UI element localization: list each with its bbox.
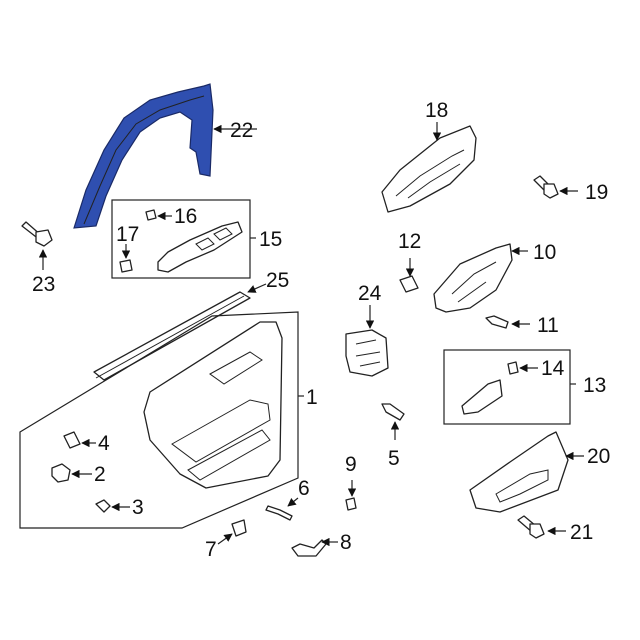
armrest-cover-20-detail (495, 469, 549, 503)
clip-7-shape (231, 519, 247, 537)
callout-22: 22 (230, 119, 253, 142)
callout-1: 1 (306, 386, 318, 409)
bolt-5[interactable] (381, 403, 405, 421)
leader-25 (247, 283, 267, 293)
window-frame-molding-edge (83, 95, 205, 225)
bolt-19[interactable] (533, 175, 559, 199)
callout-2: 2 (94, 463, 106, 486)
clip-17[interactable] (119, 259, 133, 273)
door-trim-panel-1[interactable] (143, 321, 283, 489)
window-frame-molding-22[interactable] (73, 83, 214, 229)
group-box-1 (19, 311, 299, 529)
callout-21: 21 (570, 521, 593, 544)
nut-2[interactable] (51, 463, 71, 483)
door-trim-panel-armrest (171, 399, 271, 463)
nut-12[interactable] (399, 275, 419, 293)
clip-16-shape (145, 209, 157, 221)
callout-19: 19 (585, 181, 608, 204)
bracket-8-shape (291, 539, 327, 557)
bolt-23-head (35, 229, 53, 247)
armrest-cover-20-shape (469, 431, 569, 513)
callout-15: 15 (259, 228, 282, 251)
screw-3-shape (95, 499, 111, 513)
screw-3[interactable] (95, 499, 111, 513)
group-box-13 (443, 349, 571, 425)
group-box-15 (111, 199, 251, 279)
callout-11: 11 (537, 314, 559, 337)
bolt-23[interactable] (21, 221, 53, 247)
bracket-8[interactable] (291, 539, 327, 557)
callout-9: 9 (345, 453, 357, 476)
pull-handle-18[interactable] (381, 125, 477, 213)
callout-13: 13 (583, 374, 606, 397)
clip-16[interactable] (145, 209, 157, 221)
switch-24-detail (355, 339, 381, 367)
callout-14: 14 (541, 357, 565, 380)
callout-10: 10 (533, 241, 556, 264)
callout-5: 5 (388, 447, 400, 470)
callout-25: 25 (266, 269, 289, 292)
switch-24[interactable] (345, 329, 389, 377)
armrest-cover-20[interactable] (469, 431, 569, 513)
clip-9-shape (345, 497, 357, 511)
handle-bracket-10[interactable] (433, 243, 513, 313)
cover-13-shape (461, 379, 503, 415)
clip-14-shape (507, 361, 519, 375)
callout-8: 8 (340, 531, 352, 554)
handle-bracket-10-detail (451, 261, 497, 303)
bolt-21[interactable] (517, 515, 545, 539)
switch-bezel-openings (195, 227, 233, 251)
callout-12: 12 (398, 230, 421, 253)
screw-6-shape (265, 505, 293, 521)
handle-bracket-10-shape (433, 243, 513, 313)
callout-24: 24 (358, 282, 382, 305)
callout-18: 18 (425, 99, 448, 122)
callout-4: 4 (98, 432, 110, 455)
bolt-21-head (529, 523, 545, 539)
callout-16: 16 (174, 205, 197, 228)
pull-handle-18-detail (395, 149, 465, 199)
door-trim-panel-pocket (187, 429, 271, 481)
bolt-5-shape (381, 403, 405, 421)
nut-2-shape (51, 463, 71, 483)
screw-11[interactable] (485, 315, 509, 329)
callout-17: 17 (116, 223, 139, 246)
callout-7: 7 (205, 538, 217, 561)
switch-bezel-shape (157, 221, 243, 273)
retainer-4[interactable] (63, 431, 81, 449)
clip-17-shape (119, 259, 133, 273)
screw-11-shape (485, 315, 509, 329)
screw-6[interactable] (265, 505, 293, 521)
callout-3: 3 (132, 496, 144, 519)
callout-23: 23 (32, 273, 55, 296)
callout-20: 20 (587, 445, 610, 468)
door-trim-panel-handle (209, 351, 263, 385)
leader-6 (287, 497, 299, 507)
weatherstrip-25-edge (95, 295, 245, 379)
nut-12-shape (399, 275, 419, 293)
switch-bezel-15[interactable] (157, 221, 243, 273)
weatherstrip-25[interactable] (93, 291, 251, 381)
leader-7 (217, 533, 233, 545)
cover-13[interactable] (461, 379, 503, 415)
bolt-19-head (543, 183, 559, 199)
clip-14[interactable] (507, 361, 519, 375)
clip-7[interactable] (231, 519, 247, 537)
door-trim-panel-shape (143, 321, 283, 489)
clip-9[interactable] (345, 497, 357, 511)
switch-24-shape (345, 329, 389, 377)
pull-handle-18-shape (381, 125, 477, 213)
retainer-4-shape (63, 431, 81, 449)
callout-6: 6 (298, 477, 310, 500)
